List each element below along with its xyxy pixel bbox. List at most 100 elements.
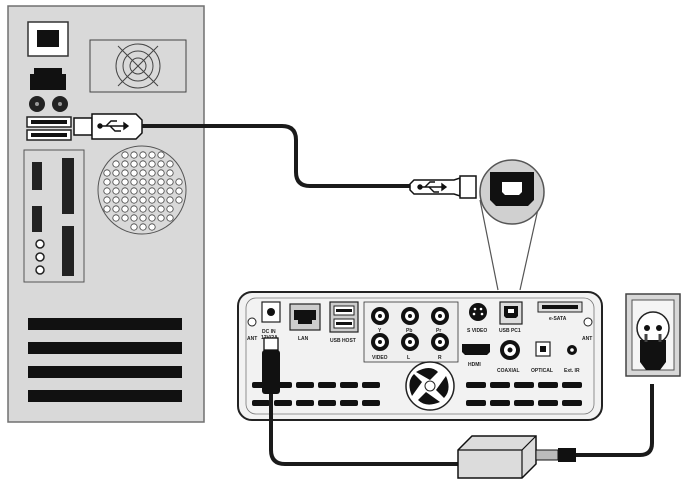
label-pr: Pr <box>436 328 441 334</box>
dc-plug-tip <box>263 337 279 351</box>
vent-hole <box>112 169 120 177</box>
vent-hole <box>148 169 156 177</box>
label-s-video: S VIDEO <box>467 328 487 334</box>
vent-hole <box>112 160 120 168</box>
vent-slot <box>340 400 358 406</box>
vent-slot <box>490 400 510 406</box>
rca-pb <box>401 307 419 325</box>
vent-hole <box>121 169 129 177</box>
usb-b-plug-tip <box>459 175 477 199</box>
fan-grille <box>89 39 187 93</box>
dc-plug-body <box>262 350 280 394</box>
vent-hole <box>157 151 165 159</box>
usb-port-zoom-callout <box>479 159 545 291</box>
vent-hole <box>139 223 147 231</box>
usb-b-port-insert <box>502 182 522 195</box>
audio-jack-2 <box>35 252 45 262</box>
rca-y <box>371 307 389 325</box>
vent-hole <box>148 160 156 168</box>
vent-hole <box>130 214 138 222</box>
serial-port-2 <box>32 206 42 232</box>
label-lan: LAN <box>298 336 309 342</box>
vent-hole <box>157 205 165 213</box>
parallel-port <box>62 158 74 214</box>
vent-hole <box>130 169 138 177</box>
label-video: VIDEO <box>372 355 388 361</box>
outlet-socket <box>636 311 670 345</box>
vent-hole <box>157 178 165 186</box>
audio-jack-3 <box>35 265 45 275</box>
vent-hole <box>148 205 156 213</box>
label-ext-ir: Ext. IR <box>564 368 580 374</box>
vent-hole <box>130 151 138 159</box>
vent-slot <box>562 400 582 406</box>
vent-hole <box>121 178 129 186</box>
vent-slot <box>252 400 270 406</box>
vent-slot <box>466 382 486 388</box>
vent-hole <box>121 214 129 222</box>
label-l: L <box>407 355 410 361</box>
screw-right <box>583 317 593 327</box>
audio-jack-1 <box>35 239 45 249</box>
wall-outlet <box>625 293 681 377</box>
vent-slot <box>538 382 558 388</box>
vent-hole <box>121 187 129 195</box>
vent-hole <box>157 196 165 204</box>
label-usb-host: USB HOST <box>330 338 356 344</box>
vent-hole <box>139 151 147 159</box>
vent-hole <box>130 196 138 204</box>
vent-hole <box>175 187 183 195</box>
usb-cable-wire <box>142 124 414 188</box>
vent-hole <box>103 178 111 186</box>
vent-hole <box>121 205 129 213</box>
device-fan <box>405 361 455 411</box>
vent-hole <box>139 214 147 222</box>
power-adapter-assembly <box>262 337 654 479</box>
s-video-port <box>469 303 487 321</box>
vent-hole <box>148 214 156 222</box>
label-dc-in: DC IN <box>262 329 276 335</box>
vent-slot <box>562 382 582 388</box>
vent-hole <box>139 187 147 195</box>
vent-hole <box>166 214 174 222</box>
vent-hole <box>166 160 174 168</box>
label-usb-pc: USB PC1 <box>499 328 521 334</box>
usb-a-plug <box>73 117 93 136</box>
slot-cover-4 <box>28 390 182 402</box>
power-switch-rocker <box>37 30 59 47</box>
vent-holes <box>97 145 187 235</box>
media-player: ANT ANT DC IN 12V/2A LAN USB HOST Y Pb P… <box>237 291 603 421</box>
game-port <box>62 226 74 276</box>
vent-hole <box>139 160 147 168</box>
slot-cover-1 <box>28 318 182 330</box>
pc-tower <box>7 5 205 423</box>
usb-symbol-icon <box>97 120 130 132</box>
vent-hole <box>103 196 111 204</box>
vent-hole <box>148 178 156 186</box>
screw-left <box>247 317 257 327</box>
label-ant-right: ANT <box>582 336 592 342</box>
ac-cable <box>576 384 654 457</box>
label-pb: Pb <box>406 328 412 334</box>
vent-hole <box>130 187 138 195</box>
vent-hole <box>103 187 111 195</box>
vent-hole <box>121 196 129 204</box>
label-r: R <box>438 355 442 361</box>
usb-cable <box>73 113 477 199</box>
power-adapter-brick <box>457 435 537 479</box>
ac-plug <box>640 340 666 370</box>
vent-hole <box>157 187 165 195</box>
vent-hole <box>112 178 120 186</box>
label-e-sata: e-SATA <box>549 316 567 322</box>
vent-slot <box>514 382 534 388</box>
vent-hole <box>130 223 138 231</box>
vent-hole <box>157 169 165 177</box>
rca-pr <box>431 307 449 325</box>
vent-hole <box>166 187 174 195</box>
vent-hole <box>139 169 147 177</box>
device-vents <box>252 382 582 406</box>
vent-hole <box>112 196 120 204</box>
power-socket <box>30 68 66 90</box>
vent-hole <box>157 160 165 168</box>
